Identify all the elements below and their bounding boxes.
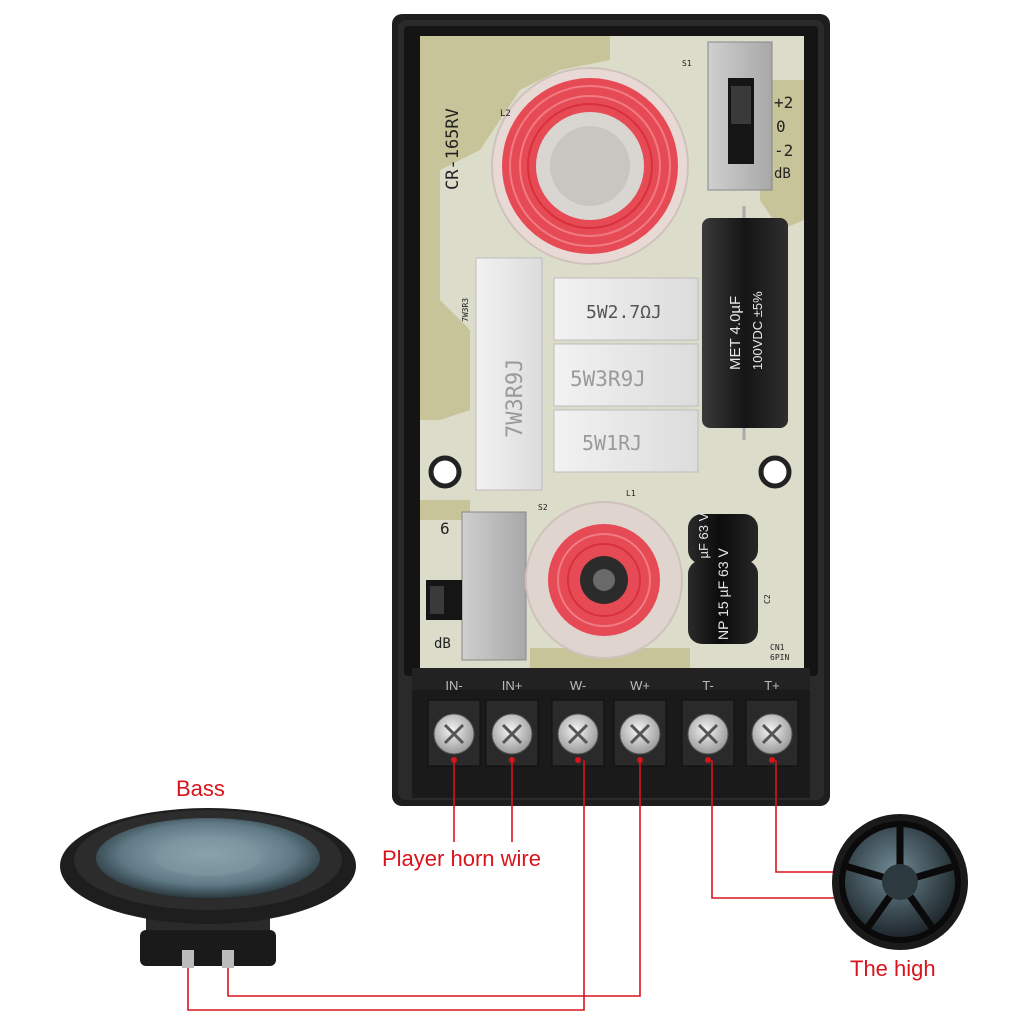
- resistor-7w-text: 7W3R9J: [503, 359, 528, 438]
- resistor-5w-1r-text: 5W1RJ: [582, 431, 642, 455]
- resistor-7w: [475, 257, 543, 491]
- terminal-label-tplus: T+: [764, 678, 780, 693]
- switch-s2-label: S2: [538, 503, 548, 512]
- electrolytic-capacitor-a: [688, 514, 758, 564]
- terminal-wire-point: [769, 757, 775, 763]
- board-model-label: CR-165RV: [443, 108, 463, 190]
- bass-label: Bass: [176, 776, 225, 801]
- screw-cross-icon: [697, 723, 719, 745]
- terminal-wire-point: [705, 757, 711, 763]
- player-horn-wire-label: Player horn wire: [382, 846, 541, 871]
- screw-cross-icon: [501, 723, 523, 745]
- electrolytic-capacitor-b-text: NP 15 µF 63 V: [715, 547, 731, 640]
- s1-level-plus2: +2: [774, 93, 793, 112]
- inductor-l1-label: L1: [626, 489, 636, 498]
- wiring: [187, 760, 840, 1011]
- terminal-label-inplus: IN+: [502, 678, 523, 693]
- resistor-5w-2r7-text: 5W2.7ΩJ: [586, 302, 662, 323]
- switch-s1[interactable]: [707, 41, 773, 191]
- film-capacitor-line1: MET 4.0µF: [727, 296, 744, 370]
- s1-level-0: 0: [776, 117, 786, 136]
- bass-speaker-woofer: [60, 808, 356, 968]
- s1-unit-db: dB: [774, 166, 791, 182]
- s1-level-minus2: -2: [774, 141, 793, 160]
- connector-label: CN1: [770, 643, 785, 652]
- inductor-l2: [491, 67, 689, 265]
- resistor-5w-3r9: [553, 343, 699, 407]
- wire-t-minus: [711, 760, 838, 899]
- terminal-screws: IN- IN+ W- W+ T- T+: [427, 678, 799, 767]
- tweeter-speaker: [832, 814, 968, 950]
- switch-s1-label: S1: [682, 59, 692, 68]
- terminal-label-wminus: W-: [570, 678, 586, 693]
- screw-cross-icon: [443, 723, 465, 745]
- resistor-5w-1r: [553, 409, 699, 473]
- tweeter-label: The high: [850, 956, 936, 981]
- resistor-5w-2r7: [553, 277, 699, 341]
- connector-pins-label: 6PIN: [770, 653, 789, 662]
- terminal-label-inminus: IN-: [445, 678, 462, 693]
- terminal-label-tminus: T-: [702, 678, 714, 693]
- film-capacitor-line2: 100VDC ±5%: [750, 291, 765, 370]
- wire-t-plus: [775, 760, 840, 873]
- wire-w-plus: [227, 760, 641, 997]
- electrolytic-capacitor-b: [688, 560, 758, 644]
- terminal-label-wplus: W+: [630, 678, 650, 693]
- switch-s2[interactable]: [426, 511, 527, 661]
- resistor-7w-silk: 7W3R3: [461, 298, 470, 322]
- screw-cross-icon: [567, 723, 589, 745]
- screw-cross-icon: [761, 723, 783, 745]
- inductor-l1: [525, 501, 683, 659]
- capacitor-c2-label: C2: [763, 594, 772, 604]
- film-capacitor: [702, 206, 788, 440]
- s2-unit-db: dB: [434, 636, 451, 652]
- inductor-l2-label: L2: [500, 109, 511, 119]
- s2-level-6: 6: [440, 519, 450, 538]
- wire-w-minus: [187, 760, 585, 1011]
- screw-cross-icon: [629, 723, 651, 745]
- resistor-5w-3r9-text: 5W3R9J: [570, 367, 646, 391]
- terminal-wire-point: [575, 757, 581, 763]
